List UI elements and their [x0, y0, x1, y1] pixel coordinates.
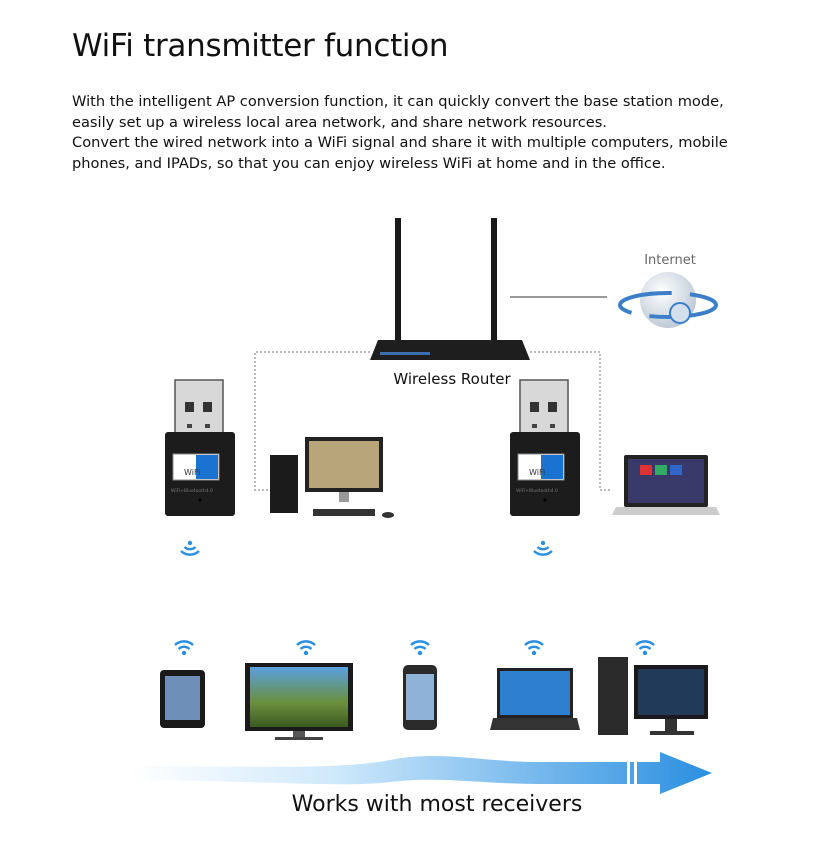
laptop-icon: [612, 455, 720, 515]
wifi-signal-icon: [295, 640, 317, 657]
wifi-signal-icon: [409, 640, 431, 657]
wifi-signal-icon: [634, 640, 656, 657]
wifi-signal-icon: [532, 539, 554, 556]
smartphone-icon: [403, 665, 437, 730]
arrow-band: [130, 752, 712, 794]
wifi-signal-icon: [523, 640, 545, 657]
description-line: phones, and IPADs, so that you can enjoy…: [72, 154, 666, 172]
dongle-subtext: WiFi+Bluetooth4.0: [171, 488, 213, 494]
laptop-icon: [490, 668, 580, 730]
description-line: Convert the wired network into a WiFi si…: [72, 134, 728, 151]
dongle-badge: WiFi: [529, 468, 545, 477]
tv-icon: [245, 663, 353, 740]
desktop-pc-icon: [270, 437, 394, 518]
tablet-icon: [160, 670, 205, 728]
wifi-signal-icon: [179, 539, 201, 556]
usb-dongle-icon: WiFi WiFi+Bluetooth4.0: [164, 379, 236, 517]
usb-dongle-icon: WiFi WiFi+Bluetooth4.0: [509, 379, 581, 517]
description-line: easily set up a wireless local area netw…: [72, 113, 607, 131]
dongle-badge: WiFi: [184, 468, 200, 477]
wifi-signal-icon: [173, 640, 195, 657]
router-label: Wireless Router: [393, 370, 511, 388]
router-icon: [370, 218, 530, 360]
internet-label: Internet: [644, 253, 696, 268]
connection-lines: [254, 296, 612, 491]
globe-icon: [618, 272, 718, 328]
dongle-subtext: WiFi+Bluetooth4.0: [516, 488, 558, 494]
description: With the intelligent AP conversion funct…: [72, 92, 792, 174]
footer-label: Works with most receivers: [292, 792, 583, 817]
description-line: With the intelligent AP conversion funct…: [72, 93, 724, 110]
tower-pc-icon: [598, 657, 708, 735]
page-title: WiFi transmitter function: [72, 28, 449, 64]
